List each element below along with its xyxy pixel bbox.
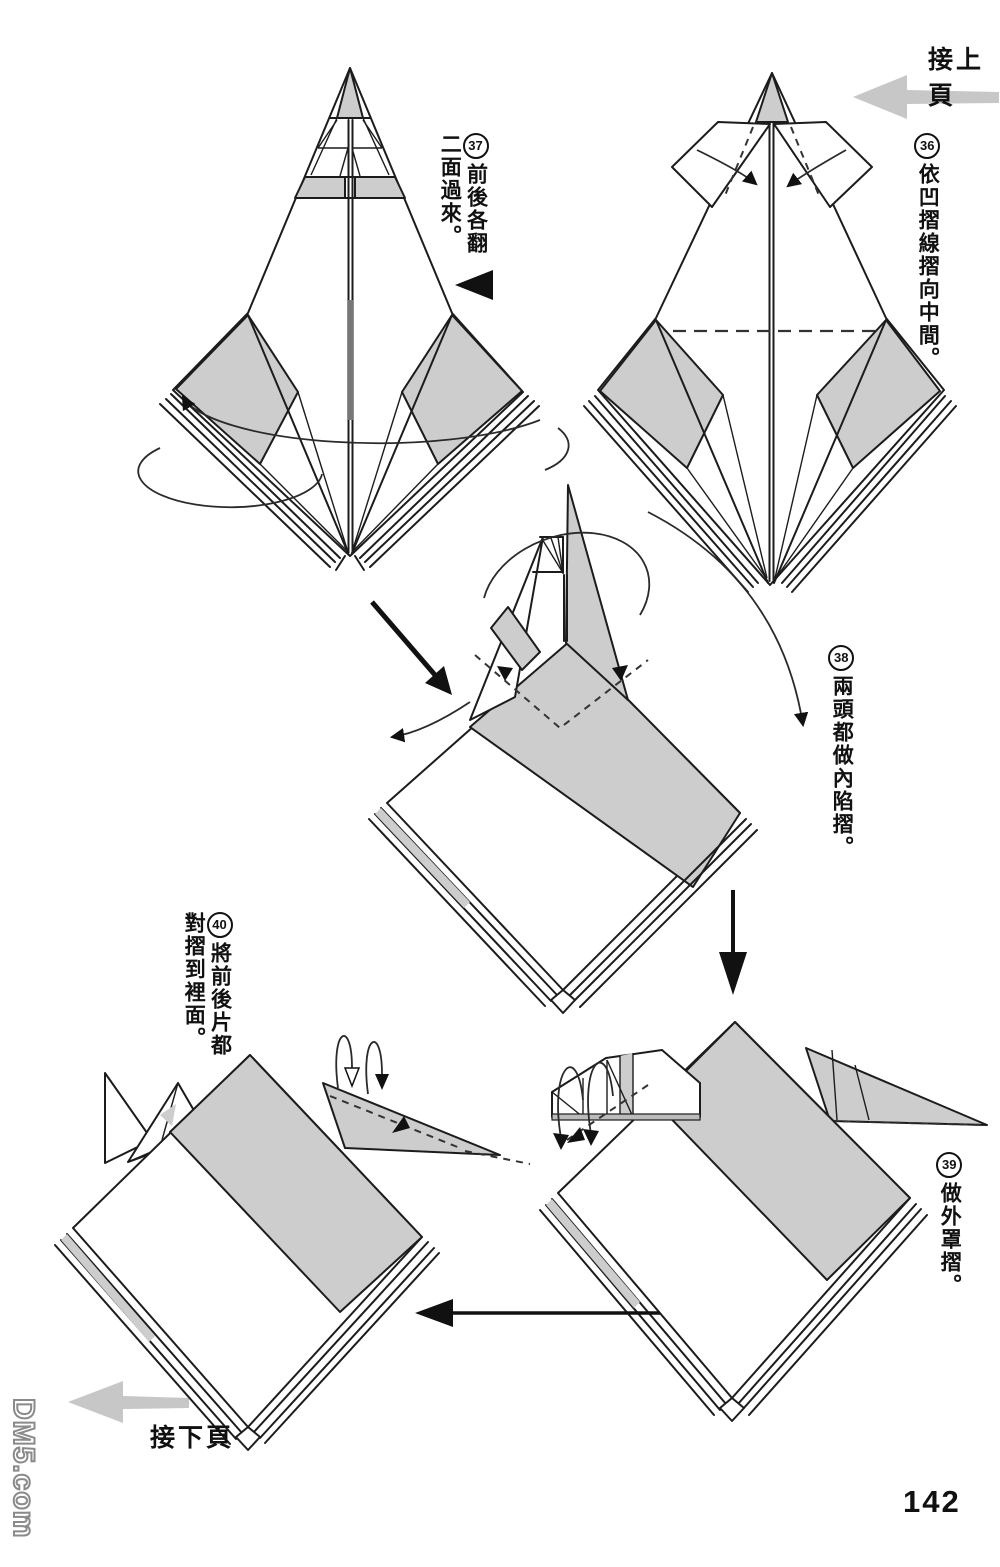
watermark: DM5.com — [6, 1397, 41, 1539]
figure-step-39 — [539, 1021, 988, 1422]
next-page-label: 接下頁 — [150, 1424, 235, 1452]
step-40-number-badge: 40 — [206, 912, 233, 938]
figure-step-36 — [583, 72, 957, 593]
step-39-instruction: 39 做外罩摺。 — [936, 1152, 963, 1342]
prev-page-arrow-icon — [853, 75, 999, 119]
next-page-arrow-icon — [68, 1381, 189, 1423]
figure-step-40 — [54, 1035, 531, 1451]
prev-page-label: 接上頁 — [928, 46, 985, 110]
step-39-number-badge: 39 — [936, 1152, 963, 1178]
step-38-text: 兩頭都做內陷摺。 — [830, 675, 854, 859]
arrow-step39-to-step40 — [415, 1299, 660, 1327]
arrow-step37-to-step38 — [370, 600, 452, 695]
page-number: 142 — [903, 1484, 961, 1519]
figure-step-37 — [137, 67, 570, 571]
figure-step-38 — [368, 484, 809, 1014]
step-37-instruction: 37前後各翻二面過來。 — [436, 133, 489, 261]
step-38-instruction: 38 兩頭都做內陷摺。 — [828, 645, 855, 880]
step-37-number-badge: 37 — [462, 133, 489, 159]
step-36-instruction: 36 依凹摺線摺向中間。 — [914, 133, 941, 383]
step-36-number-badge: 36 — [914, 133, 941, 159]
step-39-text: 做外罩摺。 — [938, 1182, 962, 1297]
step-36-text: 依凹摺線摺向中間。 — [916, 163, 940, 370]
step-37-text: 前後各翻二面過來。 — [438, 133, 488, 255]
arrow-step36-to-step37 — [455, 270, 493, 300]
arrow-step38-to-step39 — [719, 890, 747, 995]
step-40-text: 將前後片都對摺到裡面。 — [182, 912, 232, 1057]
step-38-number-badge: 38 — [828, 645, 855, 671]
step-40-instruction: 40將前後片都對摺到裡面。 — [180, 912, 233, 1060]
